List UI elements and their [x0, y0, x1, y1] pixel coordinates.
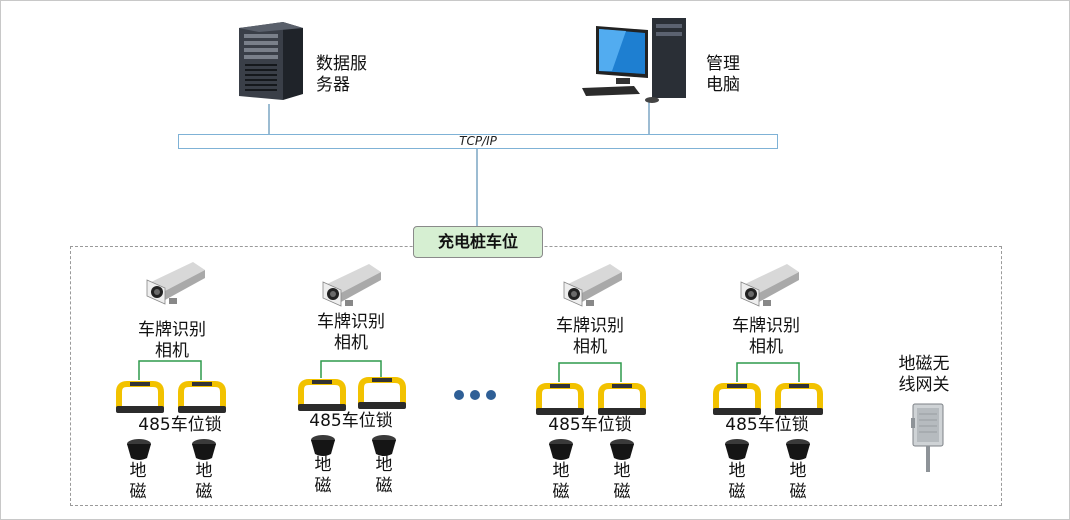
- geomagnetic-sensor-icon: [309, 434, 337, 462]
- camera-label-line1: 车牌识别: [138, 320, 206, 340]
- parking-lock-icon: [296, 378, 348, 416]
- gateway-label-line1: 地磁无: [898, 354, 950, 374]
- lock-label: 485车位锁: [548, 415, 632, 435]
- geomagnetic-sensor-icon: [190, 438, 218, 466]
- sensor-label: 地磁: [726, 461, 748, 503]
- camera-label-line2: 相机: [155, 341, 189, 361]
- desktop-computer-icon: [582, 16, 692, 108]
- geomagnetic-sensor-icon: [370, 434, 398, 462]
- camera-label-line1: 车牌识别: [556, 316, 624, 336]
- parking-lock-icon: [773, 382, 825, 420]
- sensor-label-text: 地磁: [789, 461, 807, 502]
- group-title: 充电桩车位: [413, 226, 543, 258]
- camera-label: 车牌识别 相机: [726, 316, 806, 358]
- gateway-label: 地磁无 线网关: [887, 354, 961, 396]
- admin-pc-label-line1: 管理: [706, 54, 740, 74]
- camera-label: 车牌识别 相机: [550, 316, 630, 358]
- lock-label: 485车位锁: [138, 415, 222, 435]
- parking-lock-icon: [596, 382, 648, 420]
- geomagnetic-sensor-icon: [547, 438, 575, 466]
- sensor-label-text: 地磁: [129, 461, 147, 502]
- tcp-ip-network-bus: TCP/IP: [178, 134, 778, 149]
- parking-lock-icon: [711, 382, 763, 420]
- geomagnetic-sensor-icon: [608, 438, 636, 466]
- sensor-label: 地磁: [373, 455, 395, 497]
- sensor-label: 地磁: [611, 461, 633, 503]
- server-label-line2: 务器: [316, 75, 350, 95]
- sensor-label-text: 地磁: [314, 455, 332, 496]
- sensor-label-text: 地磁: [728, 461, 746, 502]
- server-label-line1: 数据服: [316, 54, 367, 74]
- sensor-label: 地磁: [550, 461, 572, 503]
- camera-label-line1: 车牌识别: [732, 316, 800, 336]
- sensor-label-text: 地磁: [613, 461, 631, 502]
- wireless-gateway-icon: [909, 400, 947, 478]
- server-icon: [235, 20, 307, 106]
- lock-label: 485车位锁: [725, 415, 809, 435]
- plate-recognition-camera-icon: [560, 260, 626, 316]
- sensor-label-text: 地磁: [375, 455, 393, 496]
- camera-label-line2: 相机: [749, 337, 783, 357]
- tcp-ip-label: TCP/IP: [459, 134, 497, 148]
- admin-pc-label-line2: 电脑: [706, 75, 740, 95]
- parking-lock-icon: [114, 380, 166, 418]
- camera-label-line2: 相机: [334, 333, 368, 353]
- plate-recognition-camera-icon: [143, 258, 209, 314]
- sensor-label-text: 地磁: [195, 461, 213, 502]
- server-label: 数据服 务器: [316, 54, 367, 96]
- parking-lock-icon: [534, 382, 586, 420]
- camera-label-line1: 车牌识别: [317, 312, 385, 332]
- plate-recognition-camera-icon: [319, 260, 385, 316]
- geomagnetic-sensor-icon: [125, 438, 153, 466]
- gateway-label-line2: 线网关: [898, 375, 950, 395]
- geomagnetic-sensor-icon: [784, 438, 812, 466]
- camera-label: 车牌识别 相机: [311, 312, 391, 354]
- parking-lock-icon: [356, 376, 408, 414]
- sensor-label: 地磁: [193, 461, 215, 503]
- sensor-label-text: 地磁: [552, 461, 570, 502]
- admin-pc-label: 管理 电脑: [706, 54, 740, 96]
- geomagnetic-sensor-icon: [723, 438, 751, 466]
- sensor-label: 地磁: [127, 461, 149, 503]
- sensor-label: 地磁: [312, 455, 334, 497]
- lock-label: 485车位锁: [309, 411, 393, 431]
- parking-lock-icon: [176, 380, 228, 418]
- sensor-label: 地磁: [787, 461, 809, 503]
- camera-label: 车牌识别 相机: [132, 320, 212, 362]
- ellipsis-dots-icon: [454, 390, 496, 400]
- plate-recognition-camera-icon: [737, 260, 803, 316]
- camera-label-line2: 相机: [573, 337, 607, 357]
